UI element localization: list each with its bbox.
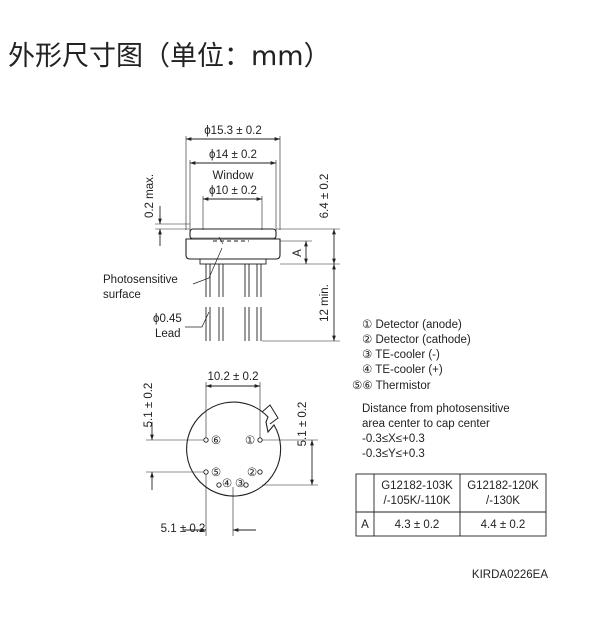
bottom-view-labels: 10.2 ± 0.2 5.1 ± 0.2 5.1 ± 0.2 5.1 ± 0.2… [143,371,309,535]
dim-left: 5.1 ± 0.2 [143,383,155,428]
dim-pitch: 10.2 ± 0.2 [207,371,258,383]
legend-item-1: ① Detector (anode) [362,319,462,331]
legend-item-3: ③ TE-cooler (-) [362,349,440,361]
table-col2-header-2: /-130K [486,495,520,507]
pin-legend: ① Detector (anode) ② Detector (cathode) … [352,319,471,392]
side-view-labels: ϕ15.3 ± 0.2 ϕ14 ± 0.2 Window ϕ10 ± 0.2 0… [103,125,331,340]
dim-a: A [292,249,304,257]
legend-item-2: ② Detector (cathode) [362,334,471,346]
dim-window: ϕ10 ± 0.2 [209,185,257,197]
lead-label: Lead [155,328,181,340]
dim-cap-outer: ϕ15.3 ± 0.2 [204,125,262,137]
pin-label-6: ⑥ [211,435,221,447]
table-col2-value: 4.4 ± 0.2 [481,519,526,531]
dim-max: 0.2 max. [144,174,156,218]
dim-cap-inner: ϕ14 ± 0.2 [209,149,257,161]
dim-right: 5.1 ± 0.2 [297,402,309,447]
note-line-3: -0.3≤X≤+0.3 [362,433,425,445]
lead-diameter: ϕ0.45 [153,313,182,325]
table-col1-header-2: /-105K/-110K [384,495,451,507]
table-col1-header-1: G12182-103K [381,480,453,492]
note-line-1: Distance from photosensitive [362,403,510,415]
legend-item-4: ④ TE-cooler (+) [362,364,443,376]
photosensitive-label-1: Photosensitive [103,274,178,286]
side-view [155,136,340,342]
position-note: Distance from photosensitive area center… [362,403,510,460]
dim-height: 6.4 ± 0.2 [319,174,331,219]
dim-lead-length: 12 min. [319,284,331,322]
note-line-4: -0.3≤Y≤+0.3 [362,448,425,460]
pin-label-2: ② [247,467,257,479]
pin-label-1: ① [245,435,255,447]
bottom-view [146,382,318,536]
pin-label-4: ④ [222,478,232,490]
table-col2-header-1: G12182-120K [467,480,539,492]
dimension-table: G12182-103K /-105K/-110K G12182-120K /-1… [355,473,547,537]
photosensitive-label-2: surface [103,289,141,301]
pin-label-5: ⑤ [211,467,221,479]
drawing-code: KIRDA0226EA [472,569,548,581]
legend-item-5: ⑤⑥ Thermistor [352,380,431,392]
pin-label-3: ③ [235,478,245,490]
note-line-2: area center to cap center [362,418,490,430]
window-label: Window [213,170,255,182]
table-col1-value: 4.3 ± 0.2 [395,519,440,531]
table-row-label: A [361,519,369,531]
page-title: 外形尺寸图（单位：mm） [8,41,331,72]
dim-bottom: 5.1 ± 0.2 [161,523,206,535]
